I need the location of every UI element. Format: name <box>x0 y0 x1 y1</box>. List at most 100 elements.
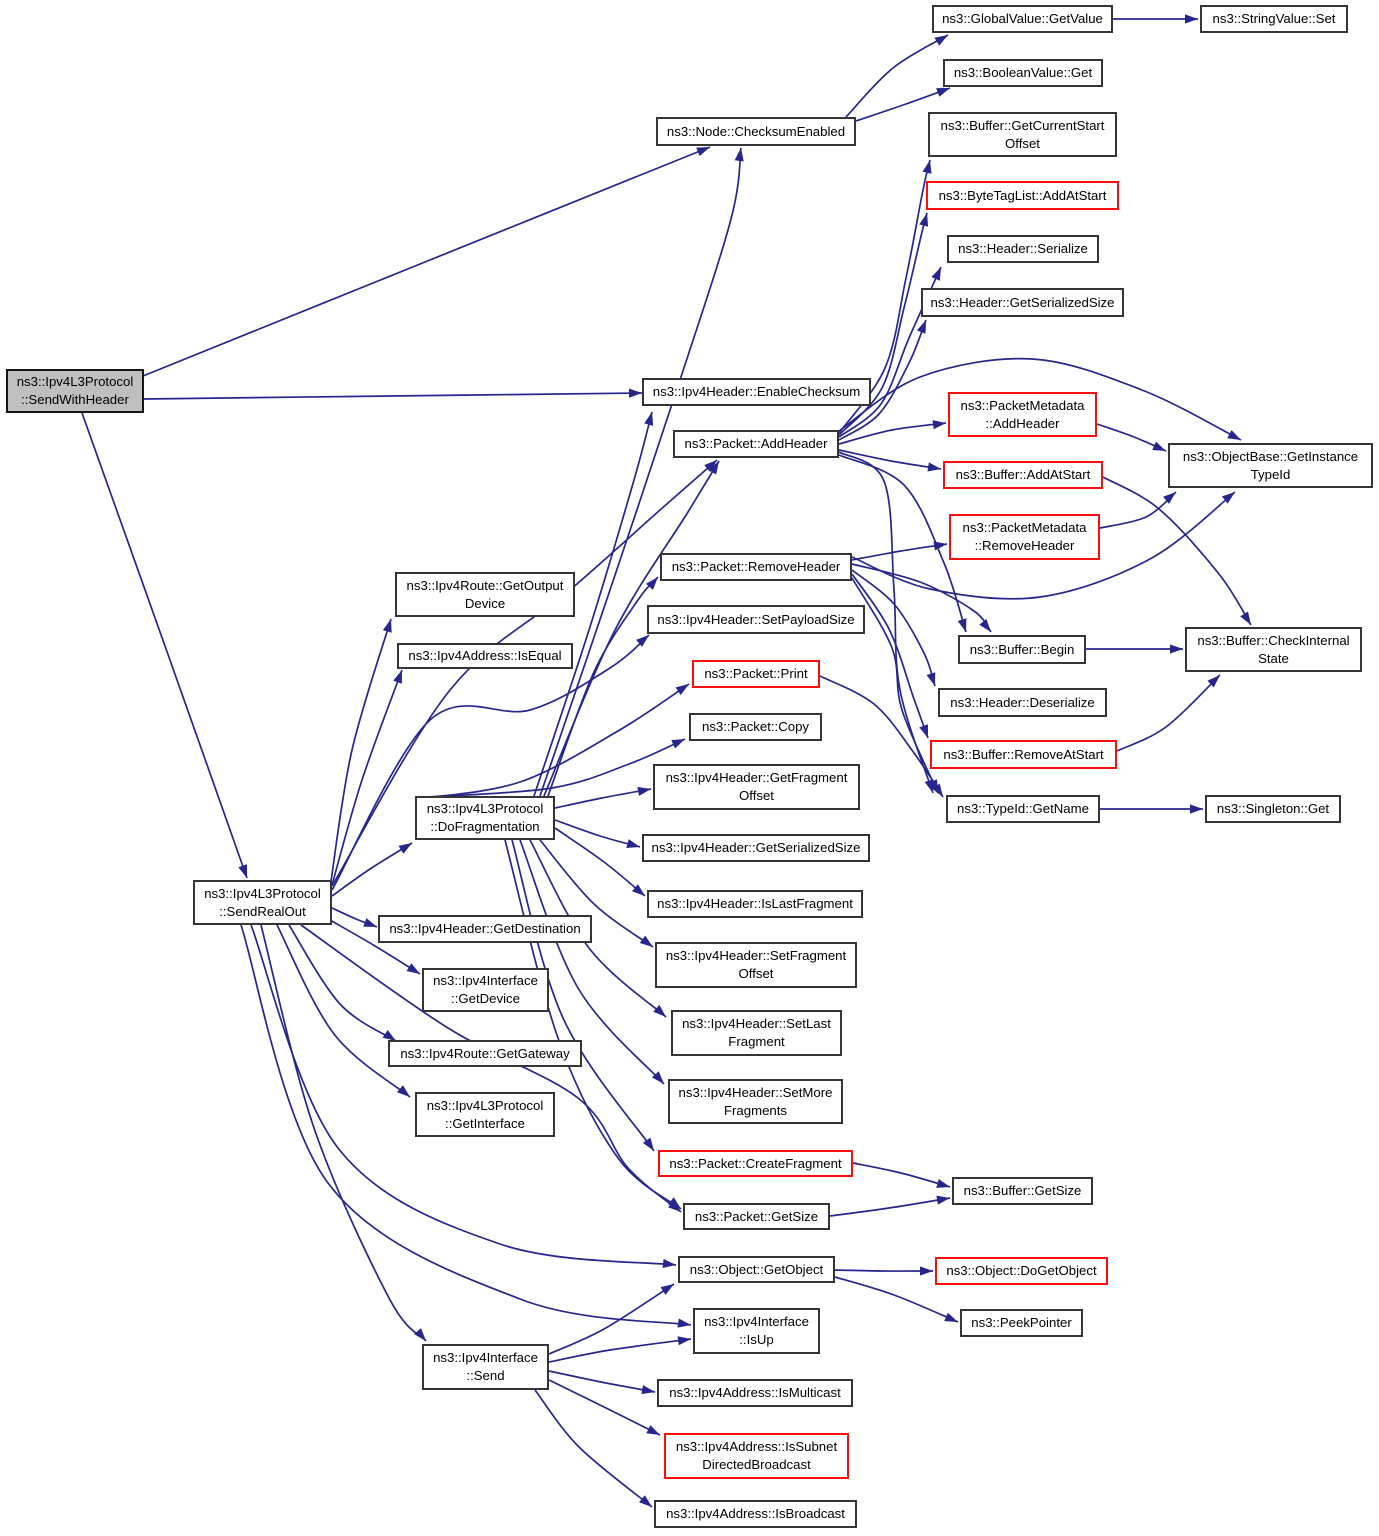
node-label-line: ::RemoveHeader <box>974 538 1075 553</box>
node-send[interactable]: ns3::Ipv4Interface::Send <box>422 1344 549 1390</box>
node-label-line: ns3::Ipv4Address::IsEqual <box>408 648 562 664</box>
node-isbroadcast[interactable]: ns3::Ipv4Address::IsBroadcast <box>654 1500 857 1528</box>
node-booleanget[interactable]: ns3::BooleanValue::Get <box>943 59 1103 87</box>
arrowhead-dofragmentation-checksumenabled <box>734 148 744 162</box>
arrowhead-checksumenabled-booleanget <box>936 88 950 97</box>
edge-bufferaddatstart-checkinternalstate <box>1102 476 1252 626</box>
node-label-line: ns3::Packet::Print <box>704 666 808 682</box>
edge-dofragmentation-print <box>416 683 690 800</box>
node-getgateway[interactable]: ns3::Ipv4Route::GetGateway <box>388 1040 582 1067</box>
node-headerserialize[interactable]: ns3::Header::Serialize <box>947 235 1099 263</box>
node-label-line: ns3::Packet::Copy <box>701 719 810 735</box>
node-sendrealout[interactable]: ns3::Ipv4L3Protocol::SendRealOut <box>193 880 332 925</box>
node-copy[interactable]: ns3::Packet::Copy <box>689 713 822 741</box>
node-packetremoveheader[interactable]: ns3::Packet::RemoveHeader <box>660 553 852 581</box>
edge-dofragmentation-createfragment <box>511 839 655 1152</box>
arrowhead-pmremoveheader-getinstancetypeid <box>1163 492 1176 504</box>
node-pmaddheader[interactable]: ns3::PacketMetadata::AddHeader <box>948 392 1097 437</box>
edge-sendrealout-isequal <box>331 669 403 886</box>
edge-sendrealout-send <box>260 924 427 1342</box>
node-buffergetsize[interactable]: ns3::Buffer::GetSize <box>952 1177 1093 1205</box>
node-addheader[interactable]: ns3::Packet::AddHeader <box>673 430 839 458</box>
node-isequal[interactable]: ns3::Ipv4Address::IsEqual <box>397 643 573 669</box>
node-label-line: ns3::TypeId::GetName <box>957 801 1089 817</box>
node-label-line: ns3::Ipv4Route::GetOutput <box>406 577 564 593</box>
edge-dofragmentation-islastfragment <box>554 827 646 897</box>
node-createfragment[interactable]: ns3::Packet::CreateFragment <box>658 1150 853 1177</box>
node-getdestination[interactable]: ns3::Ipv4Header::GetDestination <box>378 915 592 943</box>
edge-bufferremoveatstart-checkinternalstate <box>1116 674 1221 752</box>
node-peekpointer[interactable]: ns3::PeekPointer <box>960 1309 1083 1337</box>
node-setpayloadsize[interactable]: ns3::Ipv4Header::SetPayloadSize <box>647 605 865 634</box>
node-label-line: State <box>1258 650 1289 666</box>
node-label-line: ns3::ByteTagList::AddAtStart <box>938 187 1107 203</box>
node-headergetserializedsize[interactable]: ns3::Header::GetSerializedSize <box>921 288 1124 317</box>
node-islastfragment[interactable]: ns3::Ipv4Header::IsLastFragment <box>647 890 863 918</box>
node-stringset[interactable]: ns3::StringValue::Set <box>1200 5 1348 33</box>
node-print[interactable]: ns3::Packet::Print <box>692 660 820 688</box>
node-packetgetsize[interactable]: ns3::Packet::GetSize <box>683 1203 830 1230</box>
arrowhead-sendrealout-dofragmentation <box>398 843 412 854</box>
edge-sendrealout-getgateway <box>288 924 397 1042</box>
node-checksumenabled[interactable]: ns3::Node::ChecksumEnabled <box>656 117 856 146</box>
node-pmremoveheader[interactable]: ns3::PacketMetadata::RemoveHeader <box>949 514 1100 560</box>
node-bufferaddatstart[interactable]: ns3::Buffer::AddAtStart <box>943 461 1103 489</box>
arrowhead-addheader-bytetagaddatstart <box>919 213 929 227</box>
edge-dofragmentation-ipv4getserializedsize <box>554 819 641 848</box>
node-headerdeserialize[interactable]: ns3::Header::Deserialize <box>938 688 1107 717</box>
node-bufferbegin[interactable]: ns3::Buffer::Begin <box>958 635 1086 664</box>
arrowhead-createfragment-buffergetsize <box>936 1179 950 1188</box>
node-typeidgetname[interactable]: ns3::TypeId::GetName <box>946 795 1100 823</box>
node-label-line: ns3::PeekPointer <box>971 1315 1072 1331</box>
edge-send-getobject <box>548 1283 675 1355</box>
node-label-line: ns3::Ipv4Interface <box>704 1314 809 1330</box>
node-getinterface[interactable]: ns3::Ipv4L3Protocol::GetInterface <box>415 1092 555 1137</box>
arrowhead-sendrealout-setpayloadsize <box>636 635 649 647</box>
node-getvalue[interactable]: ns3::GlobalValue::GetValue <box>932 5 1113 33</box>
arrowhead-sendrealout-isequal <box>393 670 402 684</box>
node-label-line: Device <box>464 595 506 611</box>
arrowhead-packetremoveheader-bufferremoveatstart <box>919 724 928 738</box>
node-enablechecksum[interactable]: ns3::Ipv4Header::EnableChecksum <box>642 378 871 406</box>
node-label-line: ns3::Ipv4L3Protocol <box>204 885 321 901</box>
arrowhead-send-isbroadcast <box>639 1495 652 1507</box>
node-singletonget[interactable]: ns3::Singleton::Get <box>1205 795 1341 823</box>
edge-sendrealout-isup <box>240 924 692 1326</box>
node-label-line: Fragments <box>723 1102 788 1118</box>
node-label-line: ns3::Ipv4Interface <box>433 1350 538 1366</box>
arrowhead-dofragmentation-addheader <box>708 461 719 475</box>
arrowhead-addheader-headergetserializedsize <box>916 320 926 334</box>
node-label-line: ::AddHeader <box>985 415 1060 431</box>
edge-sendrealout-getinterface <box>276 924 411 1098</box>
edge-getobject-dogetobject <box>834 1269 934 1272</box>
node-dogetobject[interactable]: ns3::Object::DoGetObject <box>935 1257 1108 1285</box>
node-bufferremoveatstart[interactable]: ns3::Buffer::RemoveAtStart <box>930 740 1117 769</box>
node-bytetagaddatstart[interactable]: ns3::ByteTagList::AddAtStart <box>926 181 1119 210</box>
arrowhead-bufferbegin-checkinternalstate <box>1170 644 1183 654</box>
arrowhead-sendrealout-getinterface <box>397 1085 410 1097</box>
arrowhead-sendrealout-getobject <box>662 1258 676 1269</box>
node-ismulticast[interactable]: ns3::Ipv4Address::IsMulticast <box>657 1379 853 1407</box>
node-label-line: ns3::Header::Deserialize <box>950 694 1095 710</box>
arrowhead-bufferaddatstart-checkinternalstate <box>1240 611 1251 625</box>
arrowhead-getvalue-stringset <box>1185 14 1198 24</box>
node-getdevice[interactable]: ns3::Ipv4Interface::GetDevice <box>422 968 549 1012</box>
node-ipv4getserializedsize[interactable]: ns3::Ipv4Header::GetSerializedSize <box>642 834 870 862</box>
node-dofragmentation[interactable]: ns3::Ipv4L3Protocol::DoFragmentation <box>415 796 555 840</box>
node-label-line: ::SendRealOut <box>219 903 306 919</box>
node-isup[interactable]: ns3::Ipv4Interface::IsUp <box>693 1308 820 1354</box>
edge-dofragmentation-copy <box>427 738 686 798</box>
node-getobject[interactable]: ns3::Object::GetObject <box>678 1256 835 1283</box>
arrowhead-addheader-bufferbegin <box>957 618 967 632</box>
edge-dofragmentation-addheader <box>543 460 720 797</box>
